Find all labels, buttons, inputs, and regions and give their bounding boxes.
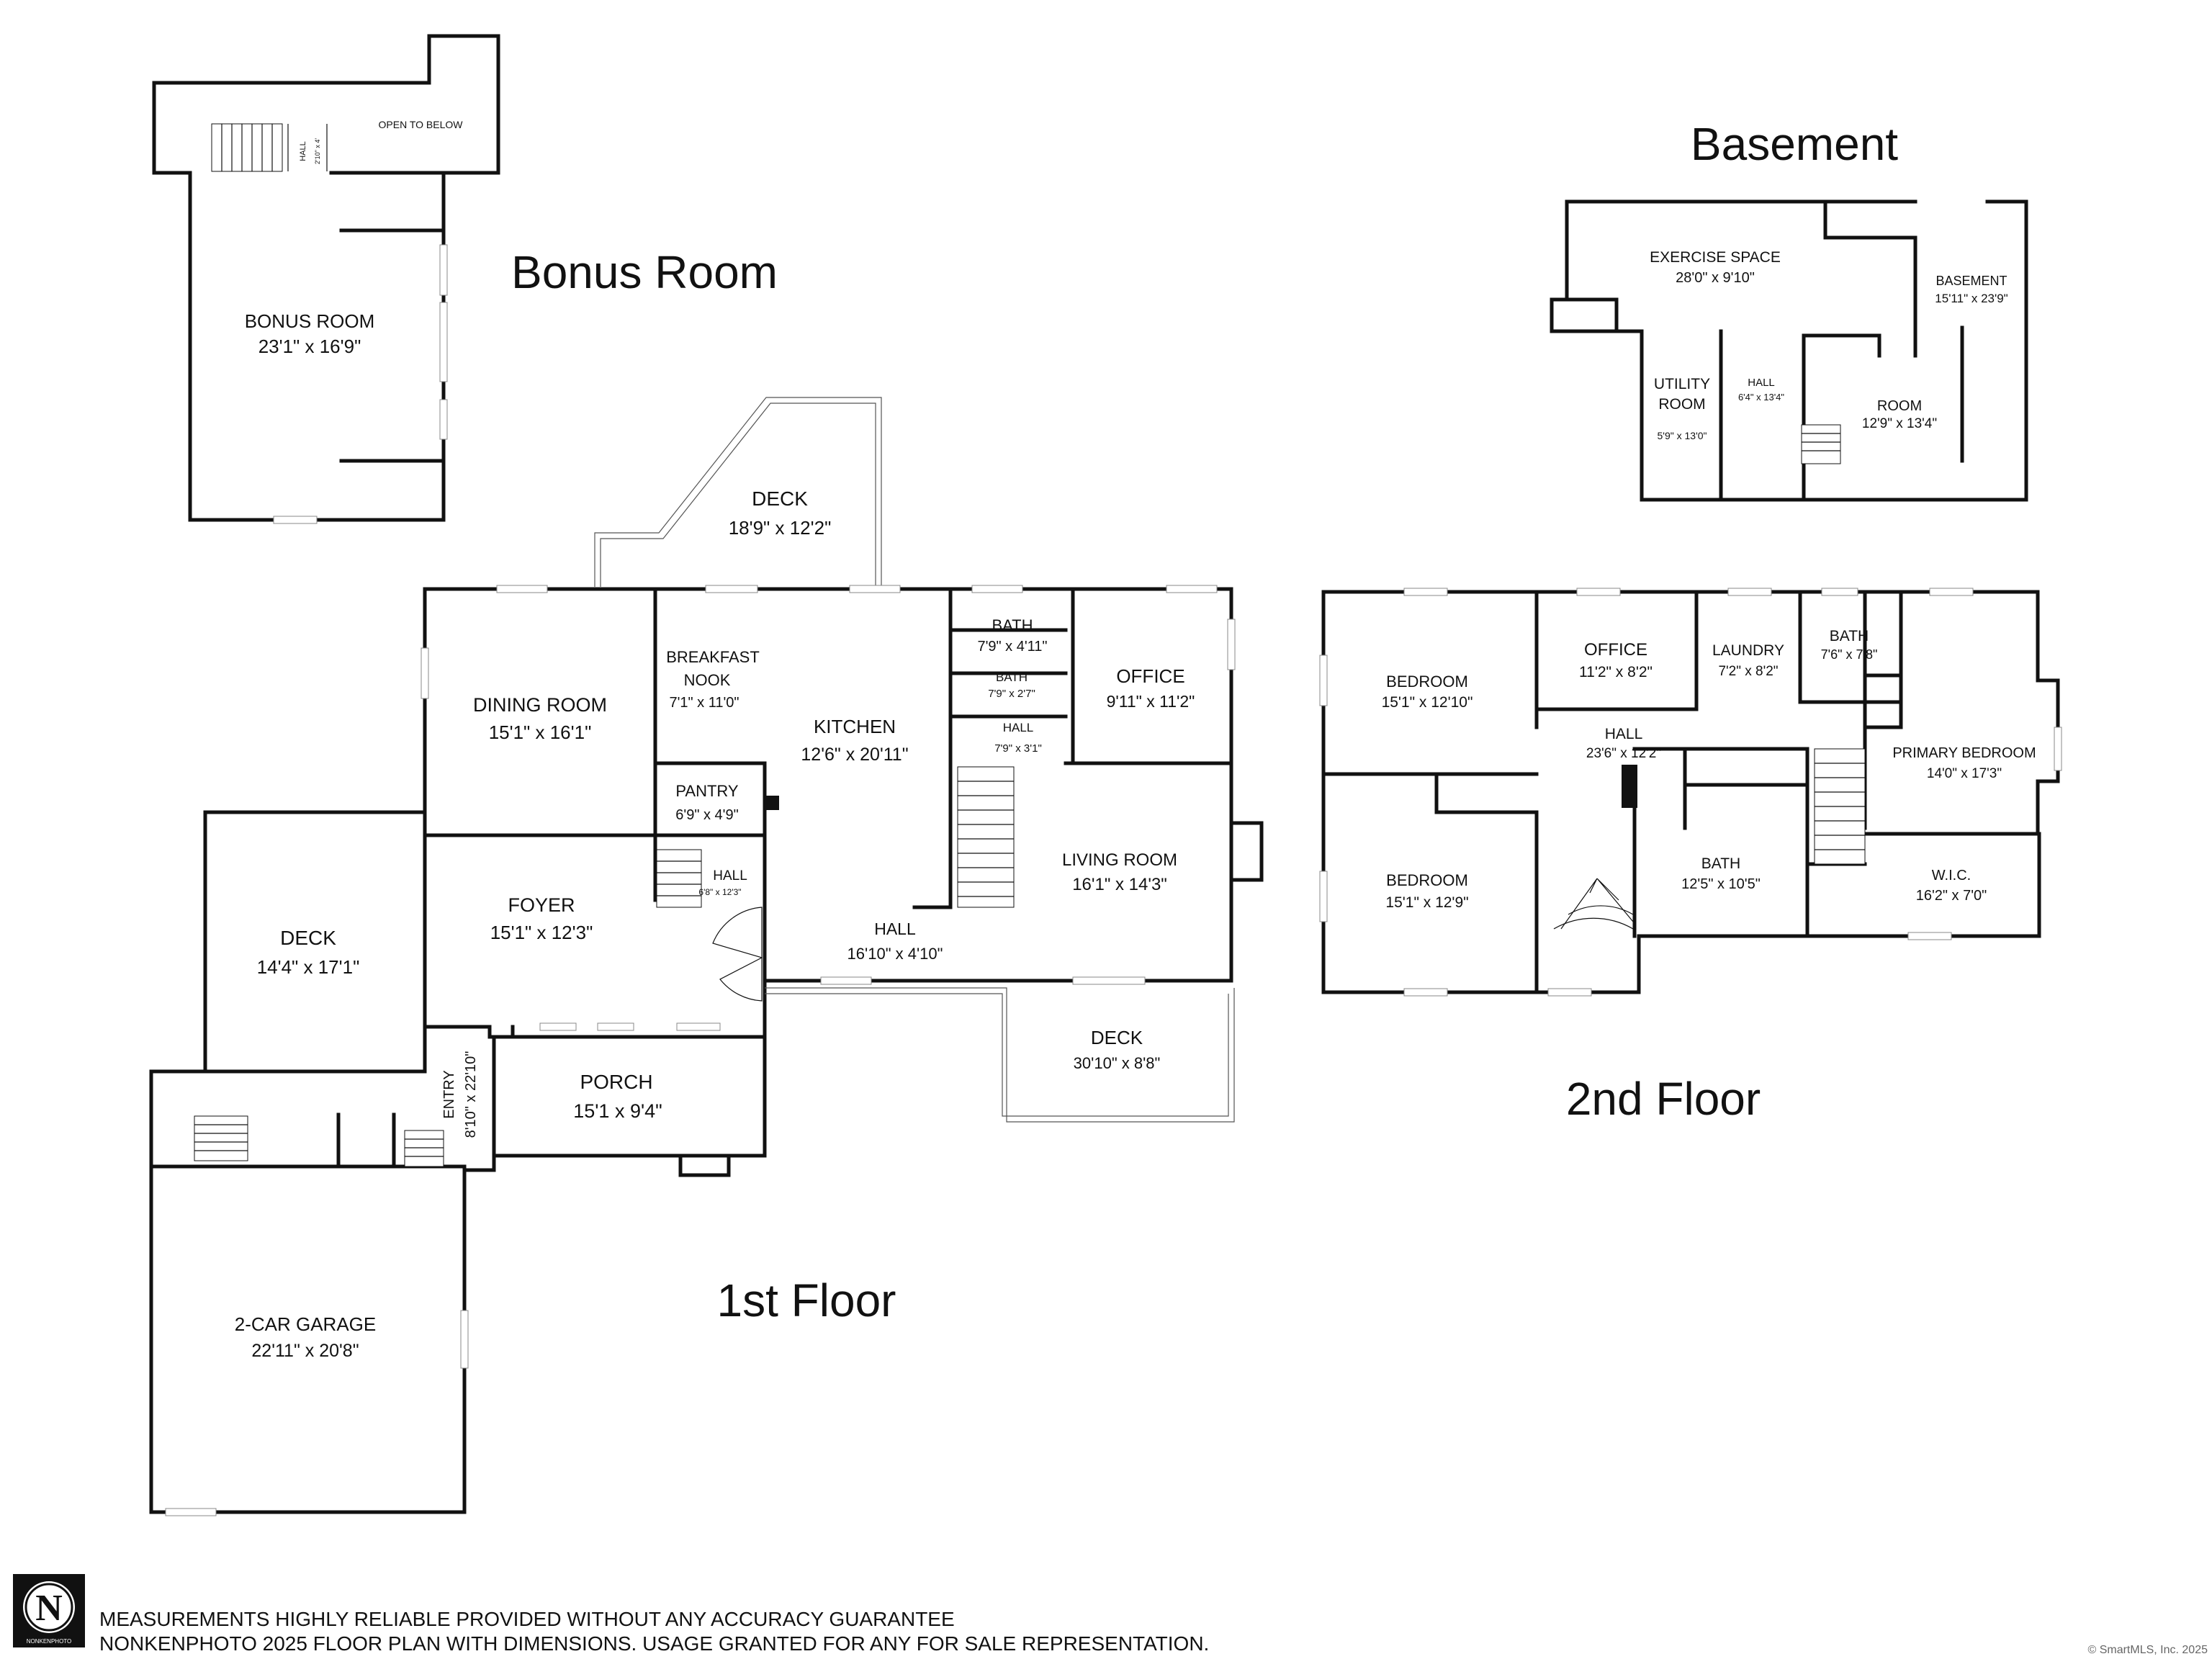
- bath2-name: BATH: [996, 670, 1028, 684]
- basement-plan: EXERCISE SPACE 28'0" x 9'10" BASEMENT 15…: [1550, 199, 2028, 502]
- primary-dims: 14'0" x 17'3": [1927, 766, 2002, 781]
- logo-letter: N: [35, 1588, 63, 1629]
- foyer-stairs: [656, 849, 763, 1002]
- disclaimer-line-1: MEASUREMENTS HIGHLY RELIABLE PROVIDED WI…: [99, 1608, 955, 1630]
- bedroom1-dims: 15'1" x 12'10": [1382, 694, 1473, 711]
- bonus-room-name: BONUS ROOM: [245, 310, 375, 332]
- bonus-stairs: [211, 123, 283, 172]
- deck-left-dims: 14'4" x 17'1": [257, 956, 360, 978]
- deck-right-name: DECK: [1091, 1027, 1143, 1048]
- office2-dims: 11'2" x 8'2": [1579, 664, 1653, 680]
- utility-name-2: ROOM: [1658, 396, 1705, 413]
- basement-room2-dims: 12'9" x 13'4": [1862, 416, 1937, 431]
- laundry-dims: 7'2" x 8'2": [1718, 664, 1778, 679]
- logo-caption: NONKENPHOTO: [27, 1638, 72, 1645]
- hall-main-dims: 16'10" x 4'10": [848, 945, 943, 963]
- breakfast-dims: 7'1" x 11'0": [669, 695, 739, 711]
- bath3-name: BATH: [1830, 628, 1869, 644]
- second-floor-title: 2nd Floor: [1566, 1073, 1761, 1125]
- open-to-below-label: OPEN TO BELOW: [379, 119, 464, 130]
- dining-name: DINING ROOM: [473, 694, 607, 716]
- hall2-name: HALL: [1605, 726, 1643, 742]
- garage-dims: 22'11" x 20'8": [251, 1341, 359, 1361]
- bonus-hall-label: HALL: [299, 141, 307, 161]
- porch-dims: 15'1 x 9'4": [573, 1100, 662, 1122]
- primary-name: PRIMARY BEDROOM: [1892, 745, 2036, 761]
- copyright: © SmartMLS, Inc. 2025: [2087, 1644, 2208, 1656]
- office2-name: OFFICE: [1584, 640, 1647, 660]
- basement-room-name: BASEMENT: [1936, 274, 2007, 288]
- basement-hall-dims: 6'4" x 13'4": [1738, 392, 1784, 403]
- kitchen-dims: 12'6" x 20'11": [801, 745, 908, 765]
- bedroom2-dims: 15'1" x 12'9": [1385, 894, 1468, 911]
- wic-name: W.I.C.: [1932, 868, 1971, 884]
- breakfast-name-1: BREAKFAST: [666, 648, 760, 666]
- exercise-dims: 28'0" x 9'10": [1676, 270, 1755, 286]
- hall2-dims: 23'6" x 12'2": [1586, 746, 1661, 761]
- bonus-room-plan: OPEN TO BELOW HALL 2'10" x 4' BONUS ROOM…: [152, 34, 500, 524]
- disclaimer-line-2: NONKENPHOTO 2025 FLOOR PLAN WITH DIMENSI…: [99, 1632, 1209, 1655]
- office1-name: OFFICE: [1116, 665, 1184, 687]
- living-dims: 16'1" x 14'3": [1072, 875, 1167, 894]
- wic-dims: 16'2" x 7'0": [1916, 888, 1987, 904]
- spiral-stairs: [1553, 878, 1634, 930]
- second-floor-stairs: [1814, 748, 1866, 865]
- deck-top-dims: 18'9" x 12'2": [729, 517, 832, 539]
- kitchen-name: KITCHEN: [814, 716, 896, 737]
- bonus-room-title: Bonus Room: [511, 246, 778, 298]
- bath1-dims: 7'9" x 4'11": [977, 639, 1047, 655]
- entry-name: ENTRY: [441, 1070, 457, 1118]
- basement-room-dims: 15'11" x 23'9": [1935, 292, 2008, 305]
- basement-room2-name: ROOM: [1877, 398, 1922, 414]
- dining-dims: 15'1" x 16'1": [489, 721, 592, 743]
- pantry-name: PANTRY: [675, 782, 739, 800]
- living-name: LIVING ROOM: [1062, 850, 1177, 870]
- foyer-dims: 15'1" x 12'3": [490, 922, 593, 943]
- basement-hall-name: HALL: [1748, 377, 1775, 389]
- first-floor-title: 1st Floor: [717, 1274, 896, 1326]
- bath4-name: BATH: [1701, 855, 1740, 872]
- hall-foyer-name: HALL: [713, 868, 747, 884]
- hall-foyer-dims: 6'8" x 12'3": [698, 887, 741, 897]
- second-floor-plan: BEDROOM 15'1" x 12'10" BEDROOM 15'1" x 1…: [1319, 588, 2062, 997]
- breakfast-name-2: NOOK: [684, 671, 731, 689]
- deck-top-name: DECK: [752, 487, 808, 510]
- porch-name: PORCH: [580, 1071, 652, 1093]
- garage-name: 2-CAR GARAGE: [235, 1313, 377, 1335]
- bath3-dims: 7'6" x 7'8": [1821, 647, 1878, 662]
- garage-stairs: [194, 1115, 444, 1167]
- bath2-dims: 7'9" x 2'7": [988, 688, 1035, 700]
- basement-title: Basement: [1691, 118, 1898, 170]
- bonus-room-dims: 23'1" x 16'9": [258, 336, 361, 357]
- nonkenphoto-logo: N NONKENPHOTO: [13, 1574, 85, 1647]
- office1-dims: 9'11" x 11'2": [1107, 692, 1195, 711]
- first-floor-plan: DECK 18'9" x 12'2" DINING ROOM 15'1" x 1…: [149, 397, 1264, 1516]
- exercise-name: EXERCISE SPACE: [1650, 249, 1781, 266]
- bath4-dims: 12'5" x 10'5": [1681, 876, 1761, 892]
- laundry-name: LAUNDRY: [1712, 642, 1784, 659]
- utility-name-1: UTILITY: [1654, 376, 1710, 392]
- pantry-dims: 6'9" x 4'9": [675, 807, 738, 823]
- utility-dims: 5'9" x 13'0": [1658, 430, 1707, 441]
- hall-small-dims: 7'9" x 3'1": [994, 742, 1042, 755]
- bedroom1-name: BEDROOM: [1386, 673, 1468, 691]
- bath1-name: BATH: [992, 616, 1033, 634]
- entry-dims: 8'10" x 22'10": [463, 1051, 479, 1138]
- footer: N NONKENPHOTO MEASUREMENTS HIGHLY RELIAB…: [13, 1574, 2208, 1656]
- deck-left-name: DECK: [280, 927, 336, 949]
- foyer-name: FOYER: [508, 894, 575, 916]
- hall-small-name: HALL: [1003, 721, 1034, 734]
- deck-right-dims: 30'10" x 8'8": [1074, 1054, 1161, 1072]
- basement-stairs: [1801, 424, 1841, 464]
- bonus-hall-dims: 2'10" x 4': [314, 138, 321, 164]
- main-stairs: [957, 766, 1015, 908]
- hall-main-name: HALL: [874, 920, 916, 938]
- bedroom2-name: BEDROOM: [1386, 871, 1468, 889]
